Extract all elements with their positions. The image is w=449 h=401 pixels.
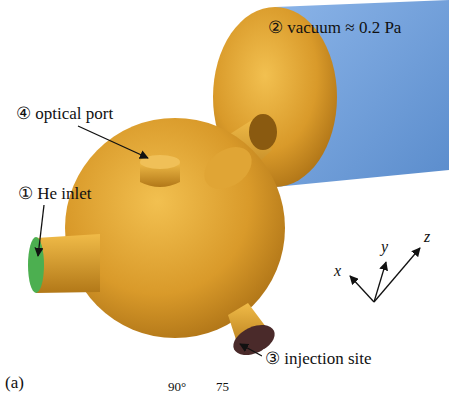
axis-label: z xyxy=(424,228,430,246)
callout-label: ③ injection site xyxy=(262,349,375,369)
axis-label: y xyxy=(381,238,388,256)
angle-label: 75 xyxy=(216,380,229,395)
callout-label: ④ optical port xyxy=(16,104,113,124)
x-axis xyxy=(350,276,374,302)
angle-label: 90° xyxy=(168,380,186,395)
y-axis xyxy=(374,262,386,302)
leader-arrow xyxy=(78,126,148,158)
callout-label: ① He inlet xyxy=(18,184,92,204)
inlet-tube xyxy=(36,234,100,293)
panel-label: (a) xyxy=(5,373,24,393)
leader-arrow xyxy=(38,205,44,256)
callout-label: ② vacuum ≈ 0.2 Pa xyxy=(268,18,401,38)
neck-opening xyxy=(249,114,277,150)
sphere-chamber xyxy=(65,118,285,338)
axis-label: x xyxy=(334,262,341,280)
neck-flange xyxy=(196,138,259,197)
inlet-cap xyxy=(28,237,44,293)
leader-arrow xyxy=(240,344,262,356)
z-axis xyxy=(374,248,420,302)
